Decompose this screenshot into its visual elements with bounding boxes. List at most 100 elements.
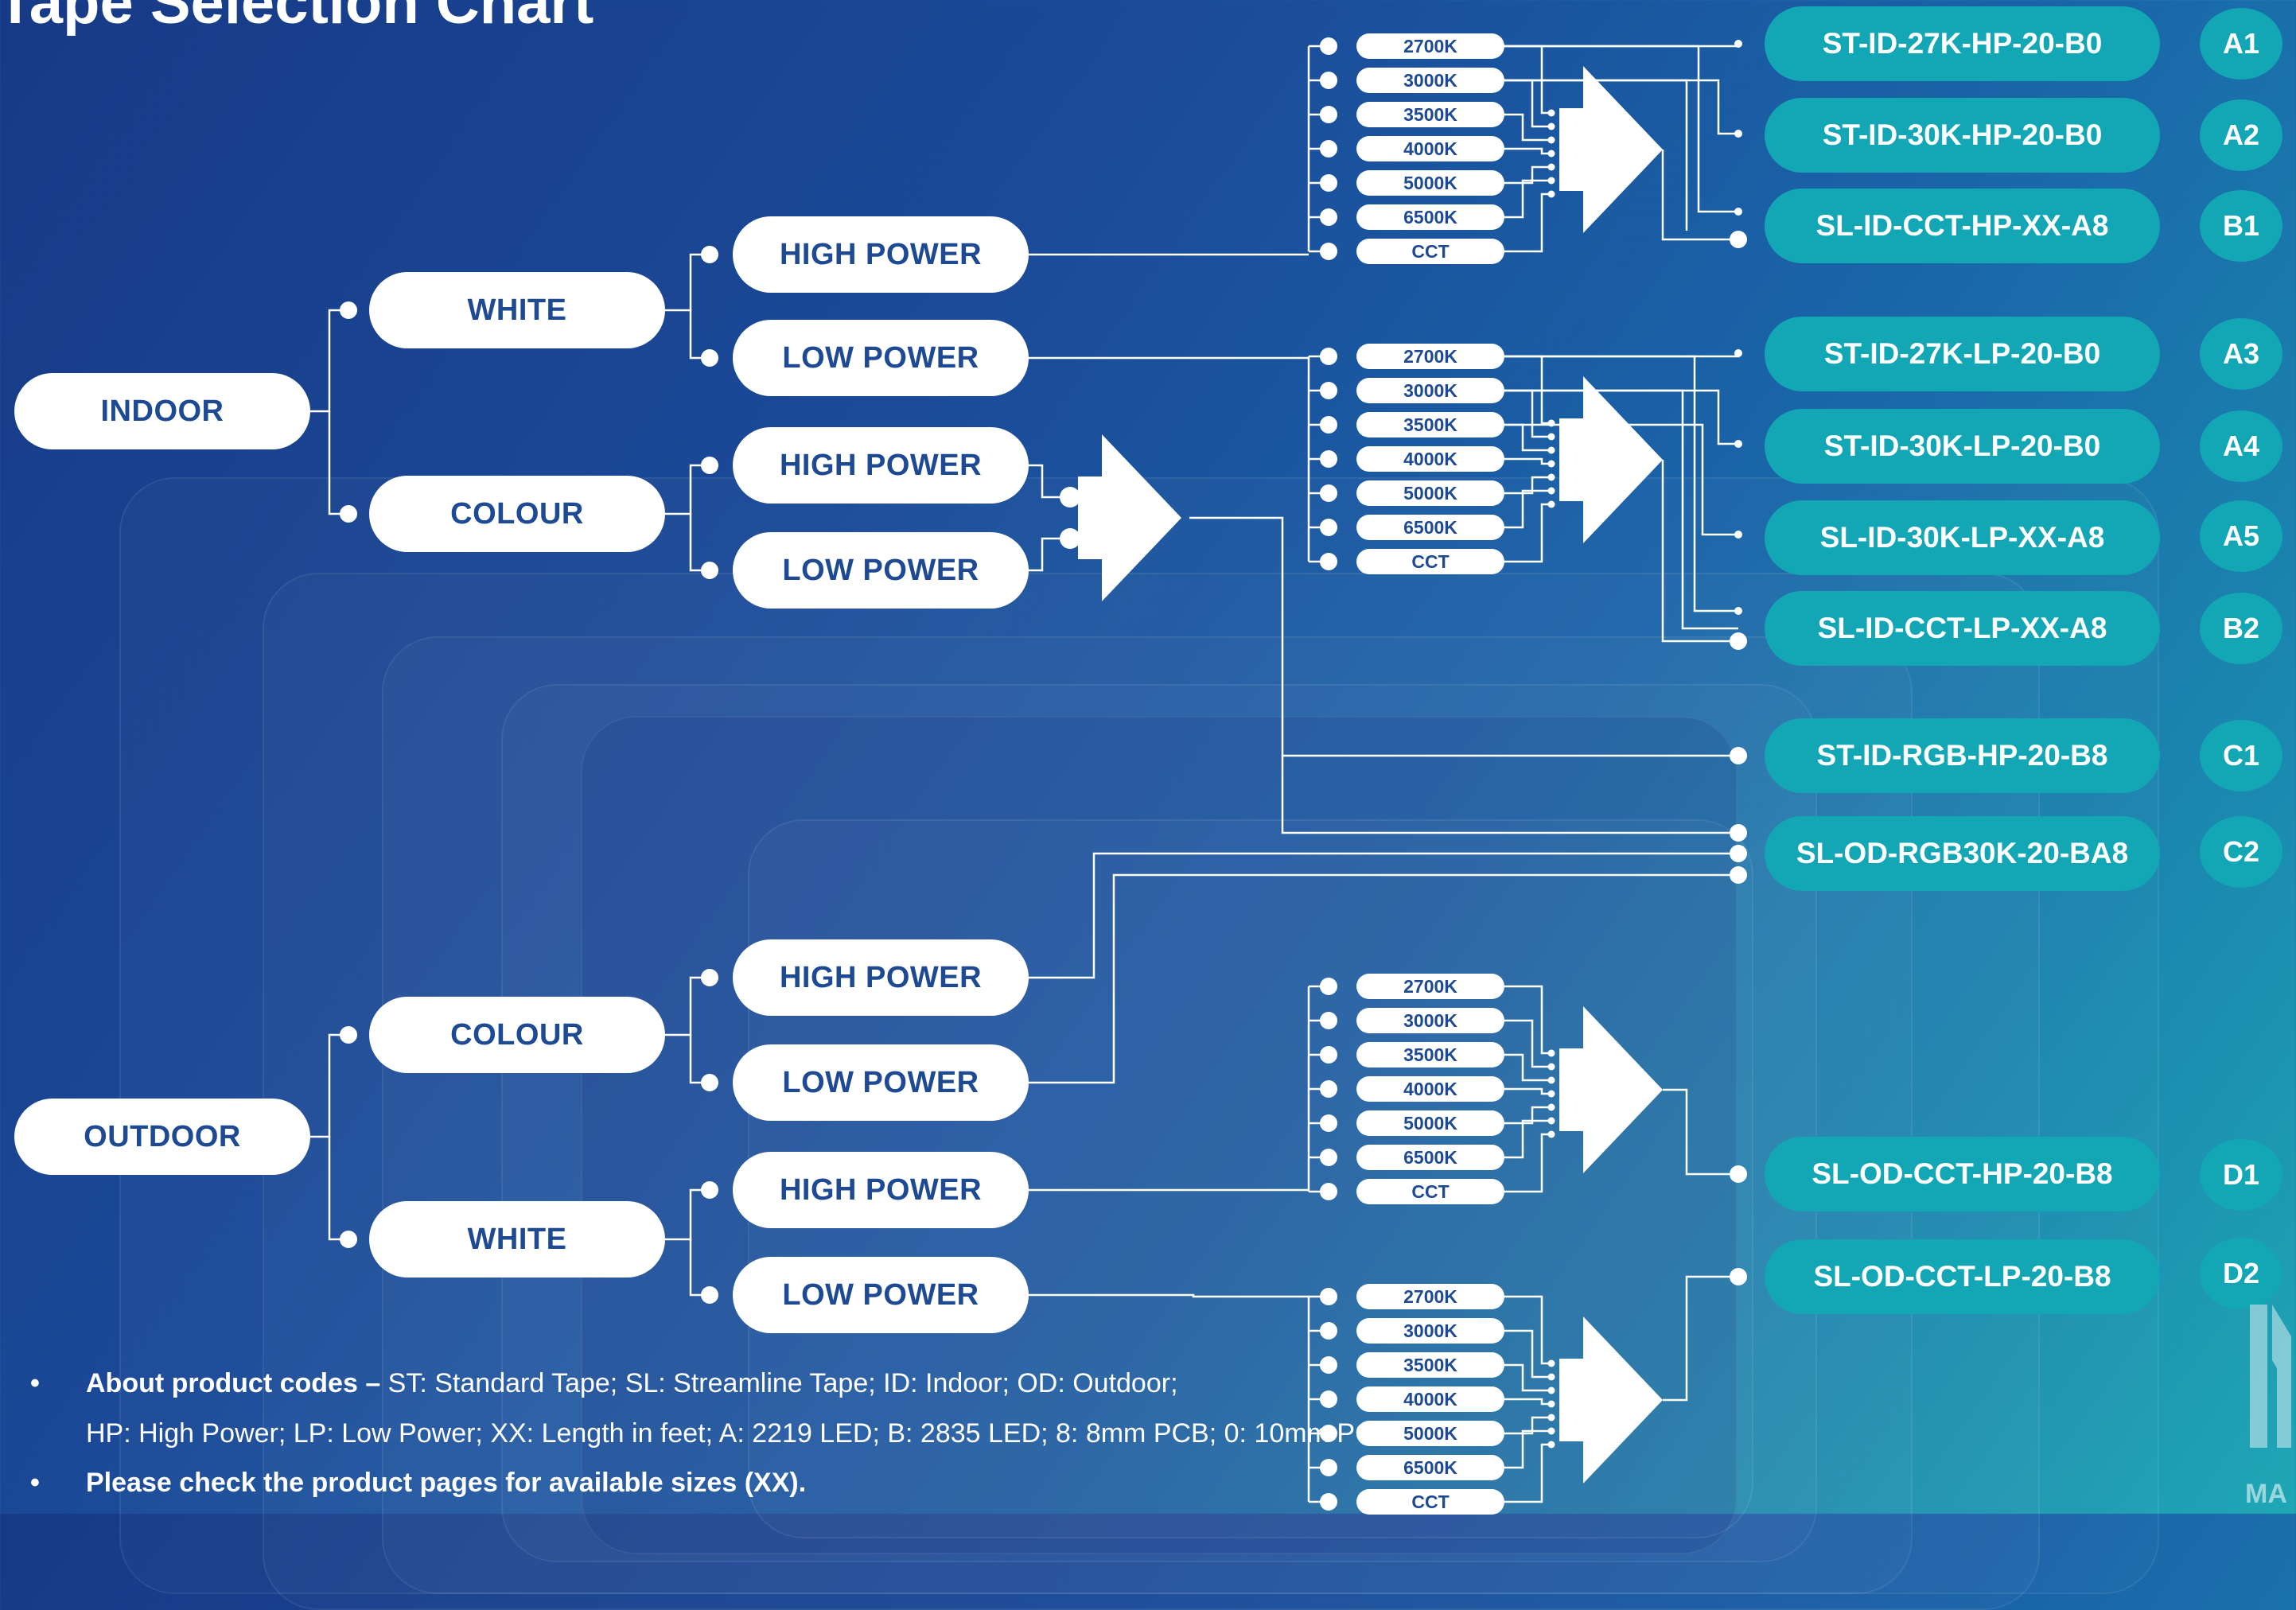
connector-line: [1504, 1119, 1551, 1159]
connector-line: [1504, 423, 1738, 536]
temperature-option[interactable]: 5000K: [1356, 1110, 1504, 1136]
connector-node: [1320, 1012, 1337, 1029]
connector-node: [1547, 1414, 1555, 1421]
product-d2[interactable]: SL-OD-CCT-LP-20-B8: [1765, 1239, 2160, 1314]
connector-line: [689, 514, 710, 572]
temperature-option[interactable]: 4000K: [1356, 1386, 1504, 1412]
connector-node: [1547, 136, 1555, 144]
temperature-option[interactable]: CCT: [1356, 1489, 1504, 1515]
product-c2[interactable]: SL-OD-RGB30K-20-BA8: [1765, 816, 2160, 891]
power-indoor-white-low[interactable]: LOW POWER: [733, 320, 1029, 396]
temperature-option[interactable]: CCT: [1356, 549, 1504, 574]
group-outdoor-white[interactable]: WHITE: [369, 1201, 665, 1278]
connector-node: [1320, 106, 1337, 123]
temperature-option[interactable]: 5000K: [1356, 1421, 1504, 1446]
power-indoor-colour-low[interactable]: LOW POWER: [733, 532, 1029, 609]
root-indoor[interactable]: INDOOR: [14, 373, 310, 449]
temperature-option[interactable]: 3000K: [1356, 378, 1504, 403]
product-a5[interactable]: SL-ID-30K-LP-XX-A8: [1765, 500, 2160, 575]
connector-line: [1504, 1429, 1551, 1469]
logo-text: MA: [2245, 1479, 2287, 1509]
temperature-option[interactable]: 2700K: [1356, 1284, 1504, 1309]
note-product-codes-line2: HP: High Power; LP: Low Power; XX: Lengt…: [30, 1418, 1400, 1449]
connector-node: [340, 505, 357, 523]
temperature-option[interactable]: 5000K: [1356, 480, 1504, 506]
temperature-option[interactable]: 6500K: [1356, 1145, 1504, 1170]
temperature-option[interactable]: 4000K: [1356, 136, 1504, 161]
temperature-option[interactable]: CCT: [1356, 239, 1504, 264]
temperature-option[interactable]: 3500K: [1356, 102, 1504, 127]
product-a3[interactable]: ST-ID-27K-LP-20-B0: [1765, 317, 2160, 391]
temperature-option[interactable]: 6500K: [1356, 515, 1504, 540]
connector-node: [1320, 1149, 1337, 1166]
connector-node: [1547, 446, 1555, 454]
connector-line: [1504, 1363, 1551, 1392]
temperature-option[interactable]: CCT: [1356, 1179, 1504, 1204]
temperature-option[interactable]: 3500K: [1356, 1042, 1504, 1068]
merge-arrow: [1559, 66, 1663, 233]
merge-arrow: [1078, 434, 1181, 601]
connector-node: [1547, 190, 1555, 198]
product-a2[interactable]: ST-ID-30K-HP-20-B0: [1765, 98, 2160, 173]
temperature-option[interactable]: 4000K: [1356, 446, 1504, 472]
connector-line: [1029, 537, 1060, 572]
power-outdoor-colour-low[interactable]: LOW POWER: [733, 1044, 1029, 1121]
product-a4[interactable]: ST-ID-30K-LP-20-B0: [1765, 409, 2160, 484]
group-outdoor-colour[interactable]: COLOUR: [369, 997, 665, 1073]
product-c1[interactable]: ST-ID-RGB-HP-20-B8: [1765, 718, 2160, 793]
temperature-option[interactable]: 3000K: [1356, 68, 1504, 93]
connector-node: [1320, 72, 1337, 89]
connector-node: [1547, 163, 1555, 171]
product-b2[interactable]: SL-ID-CCT-LP-XX-A8: [1765, 591, 2160, 666]
note-text: HP: High Power; LP: Low Power; XX: Lengt…: [86, 1418, 1400, 1449]
connector-node: [1547, 473, 1555, 481]
code-badge: A2: [2200, 99, 2282, 171]
temperature-option[interactable]: 2700K: [1356, 974, 1504, 999]
temperature-option[interactable]: 4000K: [1356, 1076, 1504, 1102]
group-indoor-colour[interactable]: COLOUR: [369, 476, 665, 552]
connector-line: [328, 411, 348, 515]
power-indoor-white-high[interactable]: HIGH POWER: [733, 216, 1029, 293]
root-outdoor[interactable]: OUTDOOR: [14, 1099, 310, 1175]
product-b1[interactable]: SL-ID-CCT-HP-XX-A8: [1765, 189, 2160, 263]
connector-line: [1504, 1106, 1551, 1125]
connector-node: [1320, 140, 1337, 158]
connector-line: [1504, 389, 1551, 438]
product-a1[interactable]: ST-ID-27K-HP-20-B0: [1765, 6, 2160, 81]
code-badge: C1: [2200, 720, 2282, 791]
connector-node: [1320, 1288, 1337, 1305]
temperature-option[interactable]: 2700K: [1356, 344, 1504, 369]
connector-line: [665, 1188, 710, 1241]
temperature-option[interactable]: 2700K: [1356, 33, 1504, 59]
temperature-option[interactable]: 6500K: [1356, 204, 1504, 230]
merge-arrow: [1559, 376, 1663, 543]
connector-line: [1504, 457, 1551, 465]
page-title: Tape Selection Chart: [0, 0, 594, 37]
power-outdoor-colour-high[interactable]: HIGH POWER: [733, 939, 1029, 1016]
temperature-option[interactable]: 6500K: [1356, 1455, 1504, 1480]
power-indoor-colour-high[interactable]: HIGH POWER: [733, 427, 1029, 504]
connector-node: [1320, 1493, 1337, 1511]
code-badge: A5: [2200, 500, 2282, 572]
connector-node: [1320, 519, 1337, 536]
connector-node: [1547, 1359, 1555, 1367]
temperature-option[interactable]: 3000K: [1356, 1318, 1504, 1344]
power-outdoor-white-low[interactable]: LOW POWER: [733, 1257, 1029, 1333]
connector-line: [1504, 1416, 1551, 1435]
connector-line: [1029, 1293, 1309, 1298]
temperature-option[interactable]: 3500K: [1356, 412, 1504, 438]
connector-node: [1547, 109, 1555, 117]
group-indoor-white[interactable]: WHITE: [369, 272, 665, 348]
merge-arrow: [1559, 1006, 1663, 1173]
connector-line: [689, 1239, 710, 1297]
connector-line: [1504, 503, 1551, 563]
temperature-option[interactable]: 5000K: [1356, 170, 1504, 196]
power-outdoor-white-high[interactable]: HIGH POWER: [733, 1152, 1029, 1228]
product-d1[interactable]: SL-OD-CCT-HP-20-B8: [1765, 1137, 2160, 1211]
temperature-option[interactable]: 3500K: [1356, 1352, 1504, 1378]
connector-line: [665, 464, 710, 515]
connector-line: [328, 1137, 348, 1241]
temperature-option[interactable]: 3000K: [1356, 1008, 1504, 1033]
connector-node: [1547, 1427, 1555, 1435]
connector-line: [1504, 1398, 1551, 1406]
